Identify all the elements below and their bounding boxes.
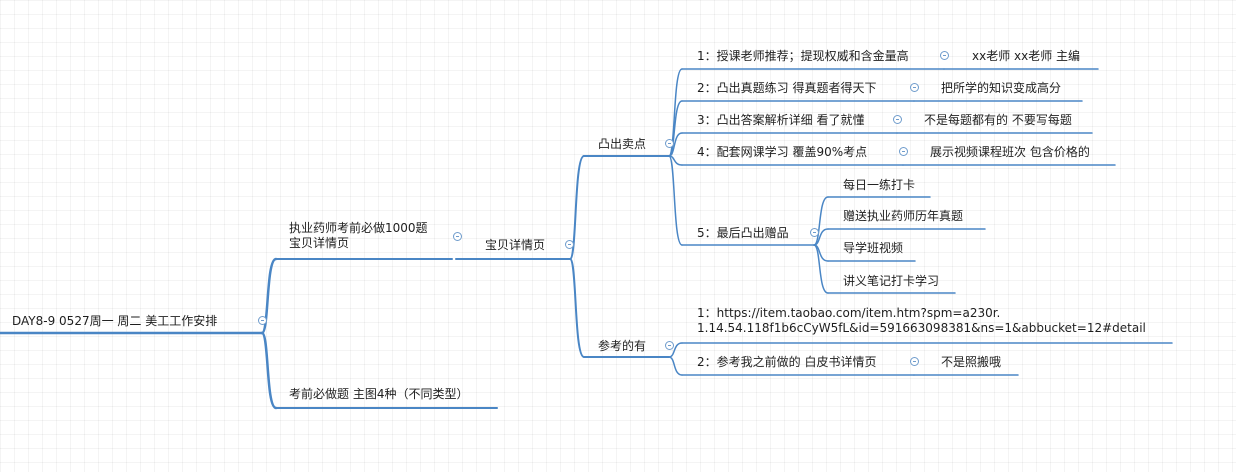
collapse-toggle-icon[interactable] bbox=[940, 51, 949, 60]
topic-main-images[interactable]: 考前必做题 主图4种（不同类型） bbox=[289, 387, 469, 401]
gift-item[interactable]: 导学班视频 bbox=[843, 241, 904, 255]
gift-item[interactable]: 讲义笔记打卡学习 bbox=[843, 274, 940, 288]
connector-line bbox=[813, 196, 829, 246]
topic-references[interactable]: 参考的有 bbox=[598, 339, 647, 353]
reference-1-line1: 1：https://item.taobao.com/item.htm?spm=a… bbox=[697, 306, 1001, 320]
collapse-toggle-icon[interactable] bbox=[910, 357, 919, 366]
topic-exam-1000[interactable]: 执业药师考前必做1000题 宝贝详情页 bbox=[289, 221, 428, 251]
collapse-toggle-icon[interactable] bbox=[893, 115, 902, 124]
selling-point-4-detail[interactable]: 展示视频课程班次 包含价格的 bbox=[930, 145, 1090, 159]
reference-1-line2: 1.14.54.118f1b6cCyW5fL&id=591663098381&n… bbox=[697, 321, 1146, 335]
topic-exam-1000-line1: 执业药师考前必做1000题 bbox=[289, 221, 428, 235]
connector-line bbox=[668, 155, 683, 246]
connector-line bbox=[668, 132, 683, 157]
selling-point-2[interactable]: 2：凸出真题练习 得真题者得天下 bbox=[697, 81, 877, 95]
connector-line bbox=[569, 155, 585, 260]
collapse-toggle-icon[interactable] bbox=[810, 228, 819, 237]
collapse-toggle-icon[interactable] bbox=[899, 147, 908, 156]
connector-line bbox=[569, 258, 585, 358]
connector-line bbox=[813, 244, 829, 294]
collapse-toggle-icon[interactable] bbox=[565, 240, 574, 249]
gift-item[interactable]: 赠送执业药师历年真题 bbox=[843, 209, 964, 223]
connector-line bbox=[668, 356, 683, 376]
selling-point-4[interactable]: 4：配套网课学习 覆盖90%考点 bbox=[697, 145, 868, 159]
selling-point-1[interactable]: 1：授课老师推荐；提现权威和含金量高 bbox=[697, 49, 909, 63]
selling-point-5-gift[interactable]: 5：最后凸出赠品 bbox=[697, 226, 789, 240]
selling-point-3-detail[interactable]: 不是每题都有的 不要写每题 bbox=[924, 113, 1072, 127]
connector-line bbox=[260, 331, 278, 410]
root-topic[interactable]: DAY8-9 0527周一 周二 美工工作安排 bbox=[12, 314, 218, 328]
topic-detail-page[interactable]: 宝贝详情页 bbox=[485, 238, 546, 252]
topic-exam-1000-line2: 宝贝详情页 bbox=[289, 236, 350, 250]
collapse-toggle-icon[interactable] bbox=[665, 139, 674, 148]
collapse-toggle-icon[interactable] bbox=[910, 83, 919, 92]
reference-2[interactable]: 2：参考我之前做的 白皮书详情页 bbox=[697, 355, 877, 369]
selling-point-3[interactable]: 3：凸出答案解析详细 看了就懂 bbox=[697, 113, 865, 127]
reference-2-detail[interactable]: 不是照搬哦 bbox=[941, 355, 1002, 369]
collapse-toggle-icon[interactable] bbox=[665, 341, 674, 350]
selling-point-2-detail[interactable]: 把所学的知识变成高分 bbox=[941, 81, 1062, 95]
collapse-toggle-icon[interactable] bbox=[258, 316, 267, 325]
reference-1-link[interactable]: 1：https://item.taobao.com/item.htm?spm=a… bbox=[697, 306, 1146, 336]
gift-item[interactable]: 每日一练打卡 bbox=[843, 178, 916, 192]
topic-selling-points[interactable]: 凸出卖点 bbox=[598, 137, 647, 151]
selling-point-1-detail[interactable]: xx老师 xx老师 主编 bbox=[972, 49, 1081, 63]
collapse-toggle-icon[interactable] bbox=[453, 232, 462, 241]
connector-line bbox=[260, 257, 278, 335]
